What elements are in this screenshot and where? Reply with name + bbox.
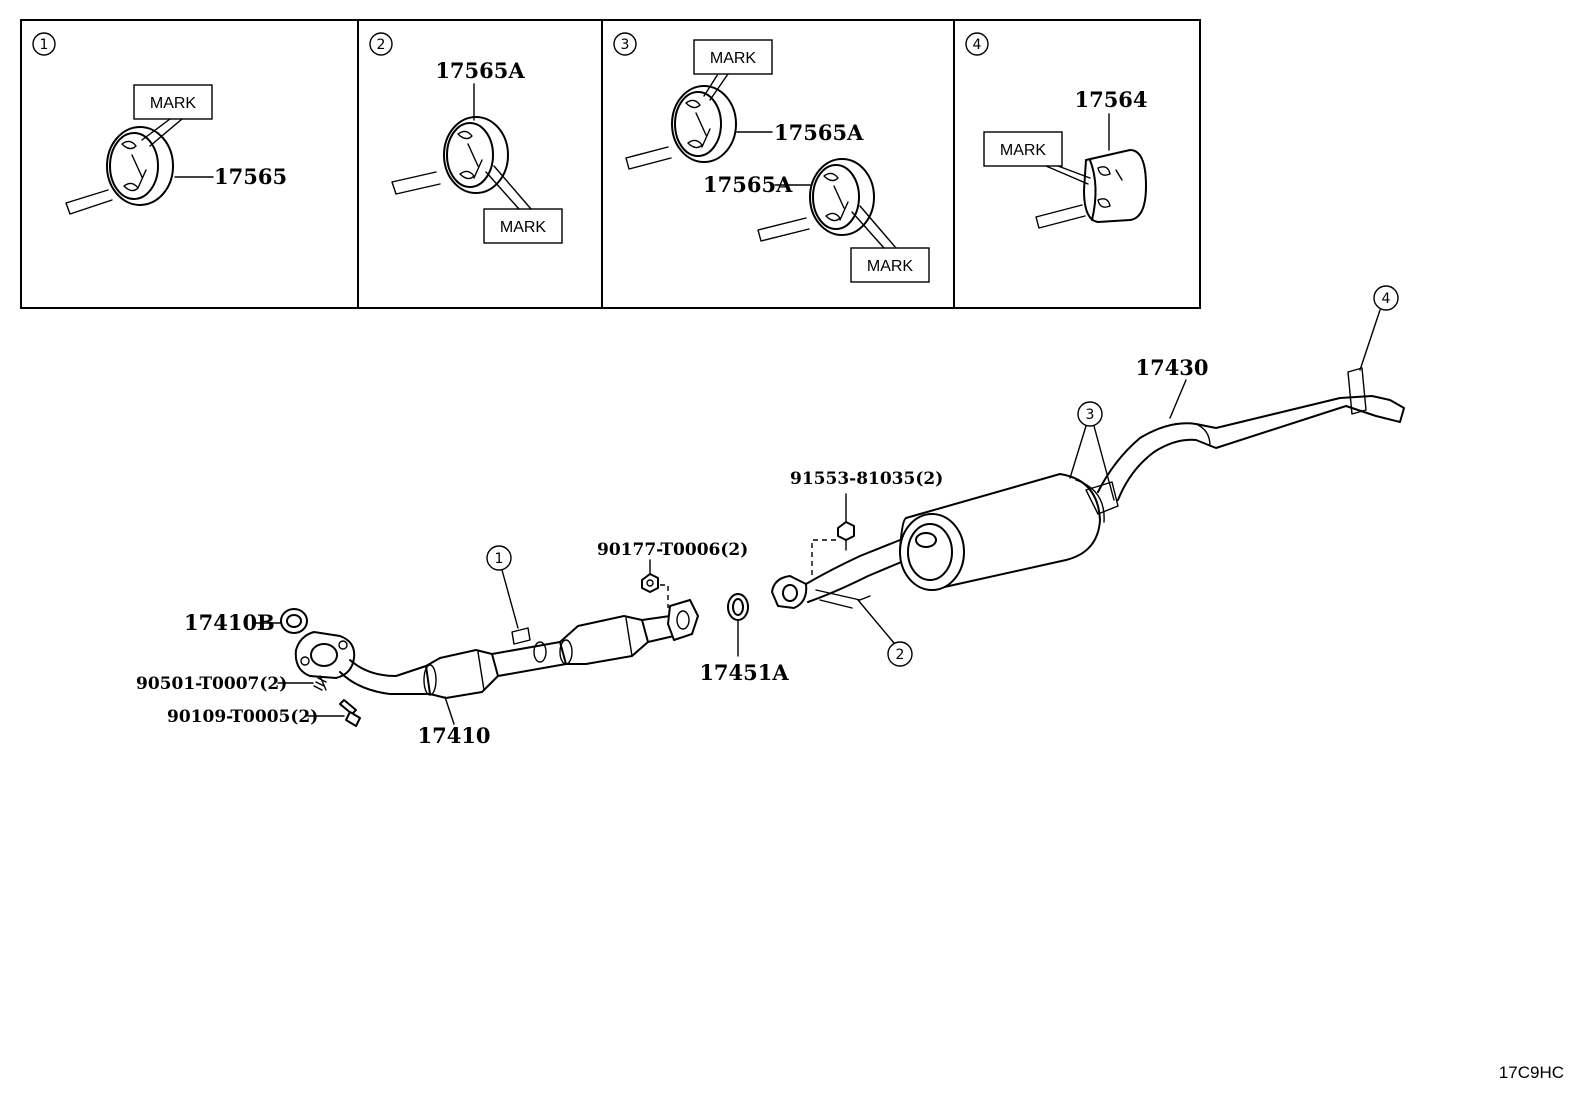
callout-1: 1: [486, 545, 519, 629]
panel-number: 2: [377, 37, 386, 53]
panel-number-circle: [369, 32, 393, 56]
panel-number: 3: [621, 37, 630, 53]
diagram-code: 17C9HC: [1499, 1063, 1564, 1082]
part-number-17451A: 17451A: [699, 660, 789, 685]
front-flange: [294, 631, 356, 679]
part-number-90501-T0007: 90501-T0007(2): [136, 674, 287, 694]
front-pipe-lower: [339, 671, 431, 695]
bolt-muffler: 91553-81035(2): [790, 469, 943, 576]
hanger-bracket: [511, 627, 531, 645]
rear-flange: [667, 599, 699, 641]
muffler-tailpipe-assembly: 17430: [771, 355, 1405, 609]
mark-leader: [1045, 165, 1091, 185]
mark-leader: [485, 165, 532, 210]
inlet-bracket: [815, 589, 871, 609]
detail-panels-frame: [20, 19, 1201, 309]
panel-number-circle: [965, 32, 989, 56]
rubber-insulator: [443, 116, 509, 194]
mark-label: MARK: [710, 50, 757, 67]
hanger-rod: [757, 217, 810, 242]
muffler-inlet-pipe: [805, 539, 907, 603]
part-number-17410: 17410: [417, 723, 490, 748]
mark-label: MARK: [500, 219, 547, 236]
part-number-91553-81035: 91553-81035(2): [790, 469, 943, 489]
part-number-17430: 17430: [1135, 355, 1208, 380]
part-number-90177-T0006: 90177-T0006(2): [597, 540, 748, 560]
muffler-hanger-bracket: [1085, 481, 1119, 515]
mark-leader: [703, 73, 729, 101]
panel-number-circle: [32, 32, 56, 56]
rubber-insulator-lower: [809, 158, 875, 236]
tailpipe-hanger: [1347, 367, 1367, 415]
mark-label-box: [850, 247, 930, 283]
mid-pipe: [491, 641, 567, 677]
part-number-90109-T0005: 90109-T0005(2): [167, 707, 318, 727]
svg-text:1: 1: [495, 551, 504, 567]
muffler-inlet-flange: [771, 575, 808, 609]
svg-text:3: 3: [1086, 407, 1095, 423]
part-number-17564: 17564: [1074, 87, 1147, 112]
mark-label-box: [133, 84, 213, 120]
part-number-17565: 17565: [214, 164, 287, 189]
detail-panel-3: 3 MARK 17565A 17565A MARK: [613, 32, 930, 283]
svg-text:4: 4: [1382, 291, 1391, 307]
converter-2: [559, 615, 649, 665]
gasket-front: 17410B: [184, 608, 308, 635]
part-leader: [444, 696, 455, 725]
converter-1: [425, 649, 499, 699]
gasket-rear: 17451A: [699, 593, 789, 685]
svg-text:2: 2: [896, 647, 905, 663]
mark-label-box: [483, 208, 563, 244]
detail-panel-4: 4 17564 MARK: [965, 32, 1148, 229]
front-pipe-upper: [349, 659, 427, 677]
mark-label: MARK: [1000, 142, 1047, 159]
rubber-insulator: [106, 126, 174, 206]
mark-label: MARK: [867, 258, 914, 275]
rubber-insulator: [1083, 149, 1147, 223]
hanger-rod: [625, 146, 672, 170]
part-number-17565A-upper: 17565A: [774, 120, 864, 145]
detail-panels: [20, 19, 1201, 309]
hanger-rod: [1035, 204, 1086, 229]
front-pipe-assembly: 17410: [294, 599, 699, 748]
mark-label: MARK: [150, 95, 197, 112]
detail-panel-1: 1 MARK 17565: [32, 32, 287, 215]
nut-flange: 90177-T0006(2): [597, 540, 748, 608]
panel-number-circle: [613, 32, 637, 56]
mark-label-box: [983, 131, 1063, 167]
part-number-17410B: 17410B: [184, 610, 275, 635]
part-leader: [1169, 379, 1187, 419]
callout-2: 2: [857, 599, 913, 667]
bolt-front: 90109-T0005(2): [167, 699, 361, 727]
mark-leader: [141, 118, 183, 147]
callout-3: 3: [1069, 401, 1115, 501]
panel-number: 4: [973, 37, 982, 53]
mark-label-box: [693, 39, 773, 75]
part-number-17565A: 17565A: [435, 58, 525, 83]
spring: 90501-T0007(2): [136, 674, 327, 694]
hanger-rod: [391, 171, 441, 195]
callout-4: 4: [1359, 285, 1399, 371]
tailpipe: [1097, 395, 1405, 501]
outlet-pipe: [641, 615, 675, 643]
hanger-rod: [65, 189, 113, 215]
rubber-insulator-upper: [671, 85, 737, 163]
mark-leader: [851, 205, 897, 249]
detail-panel-2: 2 17565A MARK: [369, 32, 563, 244]
panel-number: 1: [40, 37, 49, 53]
